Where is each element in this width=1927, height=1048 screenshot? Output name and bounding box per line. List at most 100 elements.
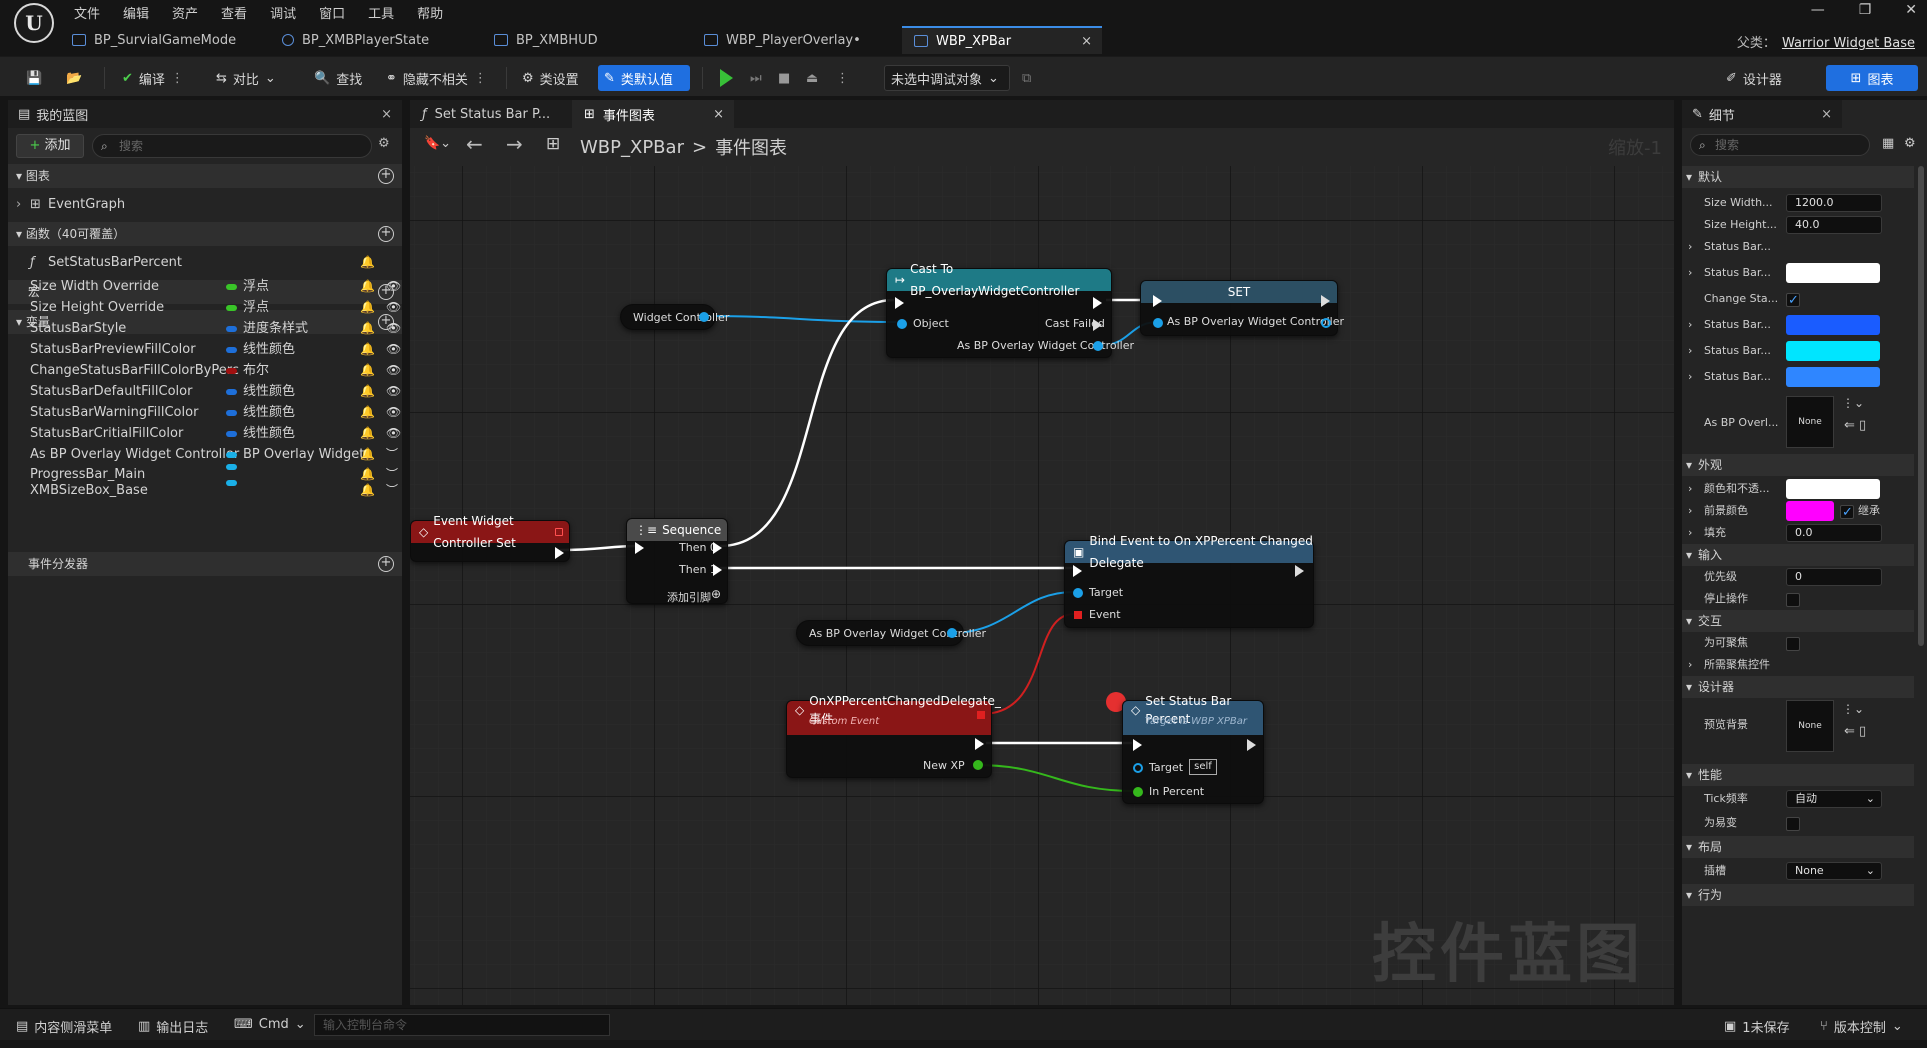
slot-select[interactable]: None⌄ [1786, 862, 1882, 880]
restore-icon[interactable]: ❐ [1858, 2, 1872, 18]
save-icon[interactable]: 💾 [26, 70, 43, 86]
sequence-node[interactable]: ⋮≡Sequence Then 0 Then 1 添加引脚 ⊕ [626, 518, 728, 604]
target-pin[interactable] [1133, 763, 1143, 773]
padding-field[interactable]: 0.0 [1786, 524, 1882, 542]
class-settings-button[interactable]: ⚙类设置 [522, 70, 579, 88]
status-bar-style-row[interactable]: ›Status Bar... [1688, 240, 1771, 253]
variable-type[interactable]: 线性颜色 [226, 423, 295, 444]
exec-out-pin[interactable] [1247, 739, 1256, 751]
section-variables[interactable]: ▾ 变量+ [8, 310, 402, 334]
variable-item[interactable]: ProgressBar_Main🔔︶ [8, 464, 402, 485]
graph-canvas[interactable]: Widget Controller ↦Cast To BP_OverlayWid… [410, 166, 1674, 1005]
settings-gear-icon[interactable]: ⚙ [1904, 136, 1916, 151]
bell-icon[interactable]: 🔔 [360, 255, 375, 269]
add-dispatcher-icon[interactable]: + [378, 556, 394, 572]
menu-help[interactable]: 帮助 [417, 7, 444, 22]
content-drawer-button[interactable]: ▤内容侧滑菜单 [16, 1019, 113, 1036]
set-input-pin[interactable] [1153, 318, 1163, 328]
add-macro-icon[interactable]: + [378, 284, 394, 300]
bind-event-node[interactable]: ▣Bind Event to On XPPercent Changed Dele… [1064, 534, 1314, 628]
close-window-icon[interactable]: ✕ [1905, 2, 1917, 18]
color-swatch-critical[interactable] [1786, 367, 1880, 387]
menu-view[interactable]: 查看 [221, 7, 248, 22]
bell-icon[interactable]: 🔔 [360, 426, 375, 440]
more-icon[interactable]: ⋮ [836, 70, 849, 86]
status-bar-warning-row[interactable]: ›Status Bar... [1682, 340, 1914, 362]
eye-icon[interactable]: 👁 [386, 384, 402, 398]
section-default[interactable]: ▾默认 [1682, 166, 1914, 188]
focus-children-row[interactable]: ›所需聚焦控件 [1688, 658, 1770, 671]
console-input[interactable]: 输入控制台命令 [314, 1014, 610, 1036]
exec-in-pin[interactable] [1153, 295, 1162, 307]
hide-unrelated-button[interactable]: ⚭隐藏不相关⋮ [386, 70, 487, 88]
browse-icon[interactable]: 📂 [66, 70, 83, 86]
cast-failed-pin[interactable] [1093, 319, 1102, 331]
widget-controller-getter-node[interactable]: Widget Controller [620, 304, 729, 330]
stop-action-checkbox[interactable] [1786, 593, 1800, 607]
delegate-out-pin[interactable] [977, 711, 985, 719]
self-value-field[interactable]: self [1189, 759, 1217, 775]
event-delegate-pin[interactable] [1074, 611, 1082, 619]
foreground-color-row[interactable]: ›前景颜色继承 [1682, 500, 1914, 524]
section-input[interactable]: ▾输入 [1682, 544, 1914, 566]
eye-icon[interactable]: 👁 [386, 426, 402, 440]
section-designer[interactable]: ▾设计器 [1682, 676, 1914, 698]
bell-icon[interactable]: 🔔 [360, 483, 375, 497]
eye-closed-icon[interactable]: ︶ [386, 467, 399, 481]
set-output-pin[interactable] [1321, 318, 1331, 328]
color-swatch-warning[interactable] [1786, 341, 1880, 361]
close-panel-icon[interactable]: × [1821, 106, 1832, 122]
variable-type[interactable]: 线性颜色 [226, 381, 295, 402]
graph-tab-eventgraph[interactable]: ⊞事件图表× [572, 100, 734, 128]
graph-item-eventgraph[interactable]: ›⊞EventGraph [8, 194, 402, 215]
table-view-icon[interactable]: ▦ [1882, 136, 1895, 151]
details-scrollbar[interactable] [1918, 166, 1924, 646]
unsaved-button[interactable]: ▣1未保存 [1724, 1019, 1790, 1036]
variable-type[interactable]: BP Overlay Widget [226, 444, 364, 465]
color-opacity-swatch[interactable] [1786, 479, 1880, 499]
use-selected-icon[interactable]: ⇐ ▯ [1844, 418, 1867, 433]
section-functions[interactable]: ▾ 函数（40可覆盖）+ [8, 222, 402, 246]
then0-pin[interactable] [713, 542, 722, 554]
inherit-checkbox[interactable] [1840, 502, 1854, 524]
delegate-pin[interactable] [555, 528, 563, 536]
eye-icon[interactable]: 👁 [386, 405, 402, 419]
status-bar-critical-row[interactable]: ›Status Bar... [1682, 366, 1914, 388]
add-button[interactable]: + 添加 [16, 134, 84, 158]
bell-icon[interactable]: 🔔 [360, 405, 375, 419]
volatile-checkbox[interactable] [1786, 817, 1800, 831]
my-blueprint-tab[interactable]: ▤我的蓝图× [8, 100, 402, 128]
asset-dropdown-icon[interactable]: ⋮⌄ [1842, 702, 1865, 716]
section-behavior[interactable]: ▾行为 [1682, 884, 1914, 906]
foreground-color-swatch[interactable] [1786, 501, 1834, 521]
add-variable-icon[interactable]: + [378, 314, 394, 330]
section-event-dispatchers[interactable]: 事件分发器+ [8, 552, 402, 576]
menu-file[interactable]: 文件 [74, 7, 101, 22]
doc-tab-hud[interactable]: BP_XMBHUD [482, 26, 692, 54]
status-bar-preview-row[interactable]: ›Status Bar... [1682, 262, 1914, 284]
output-log-button[interactable]: ▥输出日志 [138, 1019, 209, 1036]
close-panel-icon[interactable]: × [381, 106, 392, 122]
status-bar-default-row[interactable]: ›Status Bar... [1682, 314, 1914, 336]
exec-out-pin[interactable] [975, 738, 984, 750]
source-control-button[interactable]: ⑂版本控制⌄ [1820, 1019, 1903, 1036]
eye-icon[interactable]: 👁 [386, 279, 402, 293]
bell-icon[interactable]: 🔔 [360, 467, 375, 481]
variable-type[interactable]: 布尔 [226, 360, 269, 381]
graph-mode-button[interactable]: ⊞图表 [1826, 65, 1918, 91]
menu-tools[interactable]: 工具 [368, 7, 395, 22]
exec-in-pin[interactable] [895, 297, 904, 309]
eye-icon[interactable]: 👁 [386, 300, 402, 314]
eye-icon[interactable]: 👁 [386, 321, 402, 335]
variable-item[interactable]: XMBSizeBox_Base🔔︶ [8, 480, 402, 501]
details-tab[interactable]: ✎细节× [1682, 100, 1842, 128]
use-selected-icon[interactable]: ⇐ ▯ [1844, 724, 1867, 739]
asset-thumbnail[interactable]: None [1786, 396, 1834, 448]
variable-type[interactable]: 进度条样式 [226, 318, 308, 339]
close-tab-icon[interactable]: × [713, 106, 724, 122]
